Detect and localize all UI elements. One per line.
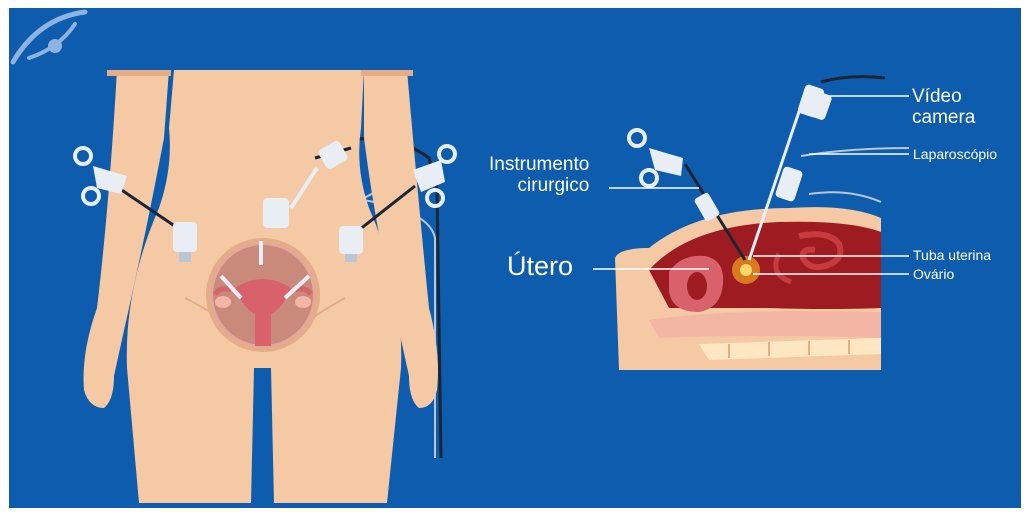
eye-swoosh-logo-icon: [9, 8, 89, 66]
video-camera-device: [803, 77, 885, 121]
label-uterus: Útero: [507, 253, 573, 280]
label-laparoscope: Laparoscópio: [913, 147, 997, 161]
label-surgical-instrument: Instrumento cirurgico: [489, 154, 589, 196]
label-ovary: Ovário: [913, 267, 954, 281]
sagittal-section-view: [615, 207, 881, 370]
label-video-camera-line2: camera: [912, 107, 975, 128]
label-instrument-line2: cirurgico: [489, 175, 589, 196]
label-fallopian-tube: Tuba uterina: [913, 248, 991, 262]
label-video-camera: Vídeo camera: [912, 86, 975, 128]
illustration-panel: Vídeo camera Laparoscópio Instrumento ci…: [9, 8, 1021, 508]
label-video-camera-line1: Vídeo: [912, 86, 975, 107]
label-instrument-line1: Instrumento: [489, 154, 589, 175]
